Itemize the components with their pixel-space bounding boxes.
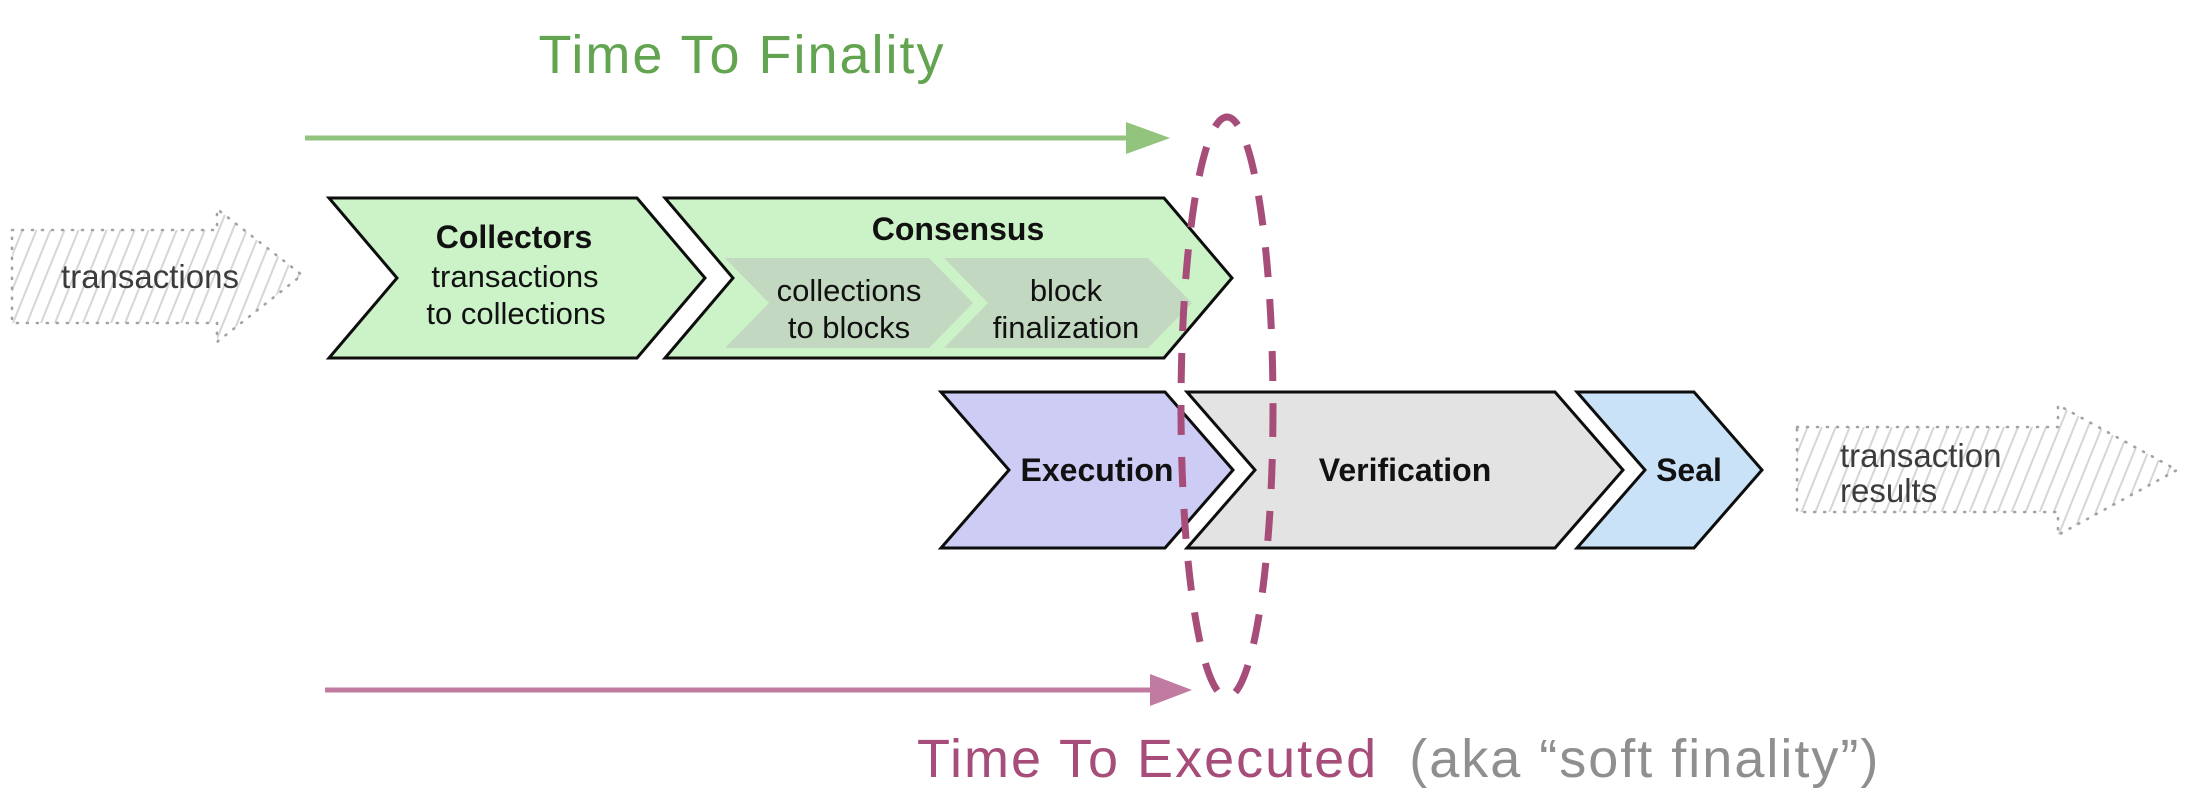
time-to-finality-arrow (305, 122, 1170, 154)
collectors-chevron (325, 196, 707, 360)
execution-chevron (937, 390, 1235, 550)
soft-finality-note: (aka “soft finality”) (1409, 729, 1880, 789)
verification-chevron (1183, 390, 1625, 550)
execution-title: Execution (1021, 452, 1174, 488)
time-to-executed-arrow (325, 674, 1192, 706)
block-finalization-chevron (944, 258, 1192, 348)
output-arrow-shape-icon (1795, 402, 2180, 538)
stage-seal: Seal (1573, 390, 1764, 550)
collectors-line1: transactions (431, 259, 598, 294)
stage-execution: Execution (937, 390, 1235, 550)
output-arrow-line1: transaction (1840, 437, 2001, 474)
collectors-line2: to collections (426, 296, 605, 331)
time-to-executed-label: Time To Executed (aka “soft finality”) (917, 729, 1880, 789)
transactions-input-arrow: transactions (10, 206, 305, 345)
collections-to-blocks-chevron (725, 258, 973, 348)
seal-title: Seal (1656, 452, 1722, 488)
executed-arrowhead-icon (1150, 674, 1192, 706)
stage-collectors: Collectors transactions to collections (325, 196, 707, 360)
block-finalization-line1: block (1030, 273, 1103, 308)
substage-block-finalization: block finalization (944, 258, 1192, 348)
finality-arrowhead-icon (1126, 122, 1170, 154)
executed-boundary-ellipse (1177, 113, 1277, 701)
collectors-title: Collectors (436, 219, 592, 255)
output-arrow-line2: results (1840, 472, 1937, 509)
stage-consensus: Consensus collections to blocks block fi… (661, 196, 1234, 360)
consensus-title: Consensus (872, 211, 1044, 247)
input-arrow-shape-icon (10, 206, 305, 345)
verification-title: Verification (1319, 452, 1492, 488)
seal-chevron (1573, 390, 1764, 550)
block-finalization-line2: finalization (993, 310, 1139, 345)
input-arrow-label: transactions (61, 258, 239, 295)
substage-collections-to-blocks: collections to blocks (725, 258, 973, 348)
time-to-executed-text: Time To Executed (917, 729, 1378, 789)
transaction-results-output-arrow: transaction results (1795, 402, 2180, 538)
time-to-finality-label: Time To Finality (538, 25, 945, 85)
collections-to-blocks-line2: to blocks (788, 310, 910, 345)
collections-to-blocks-line1: collections (777, 273, 922, 308)
stage-verification: Verification (1183, 390, 1625, 550)
